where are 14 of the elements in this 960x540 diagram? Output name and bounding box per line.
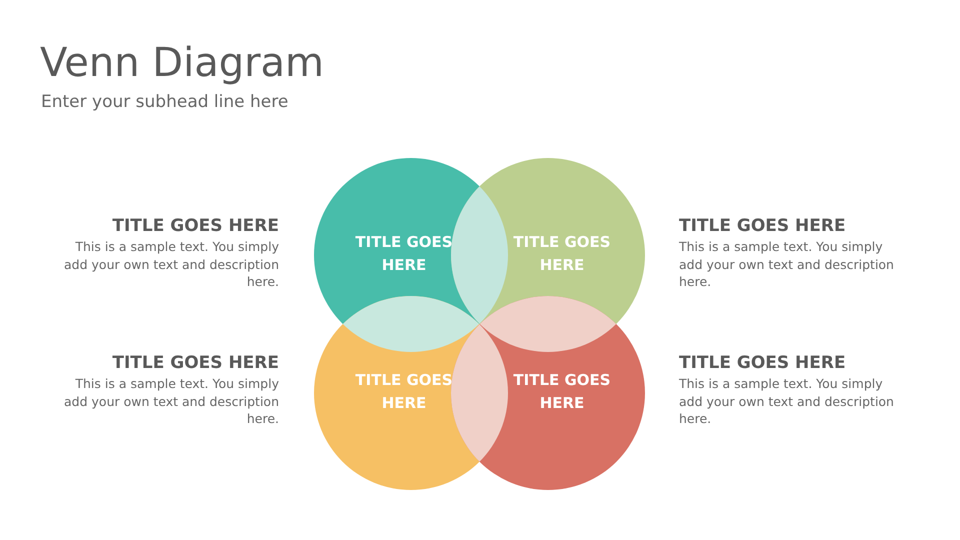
circle-title: TITLE GOES HERE: [512, 232, 612, 276]
circle-title: TITLE GOES HERE: [512, 370, 612, 414]
subtitle: Enter your subhead line here: [41, 92, 288, 112]
item-heading: TITLE GOES HERE: [679, 353, 847, 373]
item-heading: TITLE GOES HERE: [111, 216, 279, 236]
item-heading: TITLE GOES HERE: [111, 353, 279, 373]
description-text: This is a sample text. You simply add your own text and description here.: [679, 238, 895, 290]
slide-title: Venn Diagram: [40, 40, 324, 86]
item-heading: TITLE GOES HERE: [679, 216, 847, 236]
circle-title: TITLE GOES HERE: [354, 232, 454, 276]
description-text: This is a sample text. You simply add your own text and description here.: [63, 375, 279, 428]
description-text: This is a sample text. You simply add your own text and description here.: [63, 238, 279, 290]
description-text: This is a sample text. You simply add your own text and description here.: [679, 375, 895, 428]
circle-title: TITLE GOES HERE: [354, 370, 454, 414]
